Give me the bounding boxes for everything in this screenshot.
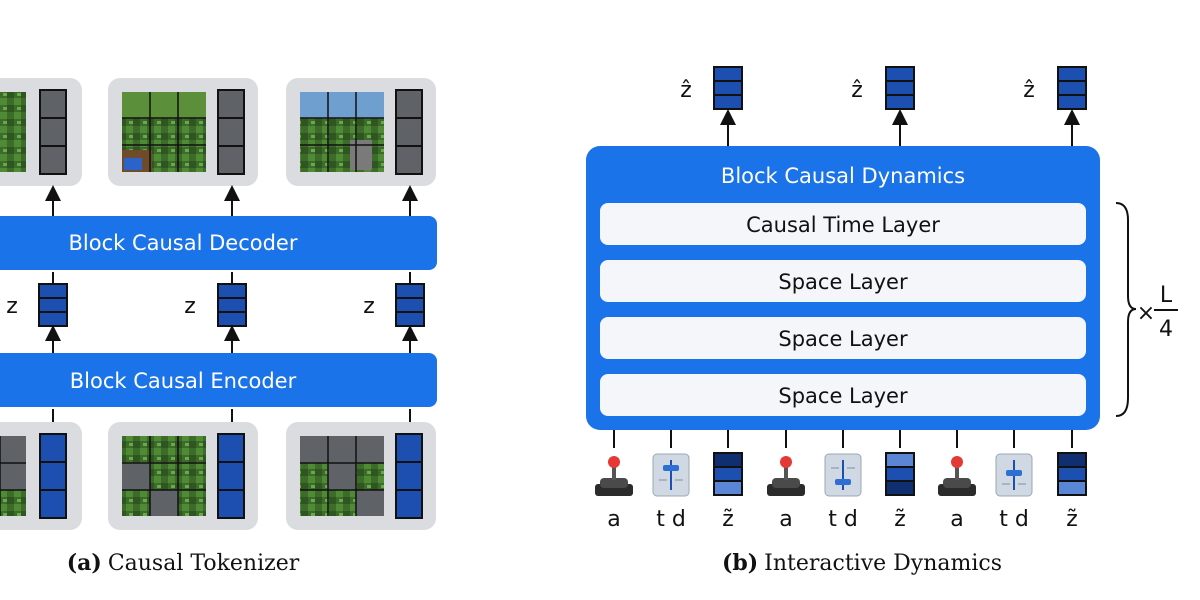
- input-label: z̃: [722, 507, 734, 532]
- repeat-brace: × L 4: [1115, 202, 1178, 417]
- layer-space-3: Space Layer: [600, 374, 1086, 416]
- layer-label: Causal Time Layer: [746, 213, 940, 237]
- input-label: t d: [656, 507, 686, 532]
- output-frame-2: [108, 78, 258, 186]
- input-label: t d: [999, 507, 1029, 532]
- minecraft-frame-icon: [0, 92, 26, 172]
- repeat-numerator: L: [1160, 283, 1173, 308]
- caption-a: (a)Causal Tokenizer: [67, 550, 300, 576]
- latent-token-icon: [395, 283, 425, 327]
- input-frame-2: [108, 422, 258, 530]
- causal-tokenizer-panel: Block Causal Decoder z z z: [0, 78, 437, 576]
- input-label: a: [779, 507, 792, 532]
- input-frame-3: [286, 422, 436, 530]
- caption-a-tag: (a): [67, 550, 102, 576]
- repeat-denominator: 4: [1159, 317, 1173, 342]
- minecraft-frame-icon: [0, 436, 26, 516]
- input-label: t d: [828, 507, 858, 532]
- output-label: ẑ: [851, 78, 863, 103]
- minecraft-frame-icon: [122, 436, 206, 516]
- output-token-3: ẑ: [1023, 66, 1087, 110]
- joystick-icon: [767, 456, 805, 496]
- layer-label: Space Layer: [778, 327, 908, 351]
- output-token-1: ẑ: [680, 66, 743, 110]
- repeat-prefix: ×: [1137, 301, 1155, 326]
- joystick-icon: [938, 456, 976, 496]
- latent-token-icon: [39, 89, 67, 175]
- latent-token-1: z: [6, 283, 68, 327]
- latent-token-icon: [713, 66, 743, 110]
- caption-b: (b)Interactive Dynamics: [722, 550, 1002, 576]
- layer-space-2: Space Layer: [600, 317, 1086, 359]
- caption-a-text: Causal Tokenizer: [108, 551, 300, 576]
- latent-token-icon: [885, 452, 915, 496]
- slider-icon: [824, 453, 862, 497]
- latent-token-icon: [885, 66, 915, 110]
- encoder-label: Block Causal Encoder: [70, 369, 297, 393]
- input-label: z̃: [1066, 507, 1078, 532]
- encoder-bar: Block Causal Encoder: [0, 353, 437, 407]
- latent-token-icon: [217, 433, 245, 519]
- dynamics-block: Block Causal Dynamics Causal Time Layer …: [586, 146, 1100, 430]
- output-frame-1: [0, 78, 82, 186]
- slider-icon: [652, 453, 690, 497]
- minecraft-frame-icon: [300, 92, 384, 172]
- input-label: a: [950, 507, 963, 532]
- layer-label: Space Layer: [778, 270, 908, 294]
- output-label: ẑ: [1023, 78, 1035, 103]
- latent-token-icon: [217, 283, 247, 327]
- latent-label: z: [363, 294, 375, 319]
- caption-b-text: Interactive Dynamics: [764, 551, 1002, 576]
- dynamics-title: Block Causal Dynamics: [721, 164, 965, 188]
- latent-token-icon: [217, 89, 245, 175]
- layer-label: Space Layer: [778, 384, 908, 408]
- latent-label: z: [6, 294, 18, 319]
- decoder-label: Block Causal Decoder: [68, 231, 297, 255]
- interactive-dynamics-panel: ẑ ẑ ẑ: [586, 66, 1178, 576]
- minecraft-frame-icon: [122, 92, 206, 172]
- input-label: a: [607, 507, 620, 532]
- joystick-icon: [595, 456, 633, 496]
- latent-token-icon: [1057, 452, 1087, 496]
- latent-token-icon: [713, 452, 743, 496]
- layer-causal-time: Causal Time Layer: [600, 203, 1086, 245]
- latent-label: z: [184, 294, 196, 319]
- output-frame-3: [286, 78, 436, 186]
- slider-icon: [995, 453, 1033, 497]
- latent-token-icon: [395, 89, 423, 175]
- caption-b-tag: (b): [722, 550, 758, 576]
- minecraft-frame-icon: [300, 436, 384, 516]
- latent-token-2: z: [184, 283, 247, 327]
- latent-token-icon: [38, 283, 68, 327]
- output-label: ẑ: [680, 78, 692, 103]
- latent-token-icon: [1057, 66, 1087, 110]
- latent-token-icon: [39, 433, 67, 519]
- latent-token-icon: [395, 433, 423, 519]
- input-connectors: [613, 430, 1073, 448]
- decoder-bar: Block Causal Decoder: [0, 216, 437, 270]
- layer-space-1: Space Layer: [600, 260, 1086, 302]
- input-label: z̃: [894, 507, 906, 532]
- input-frame-1: [0, 422, 82, 530]
- output-token-2: ẑ: [851, 66, 915, 110]
- latent-token-3: z: [363, 283, 425, 327]
